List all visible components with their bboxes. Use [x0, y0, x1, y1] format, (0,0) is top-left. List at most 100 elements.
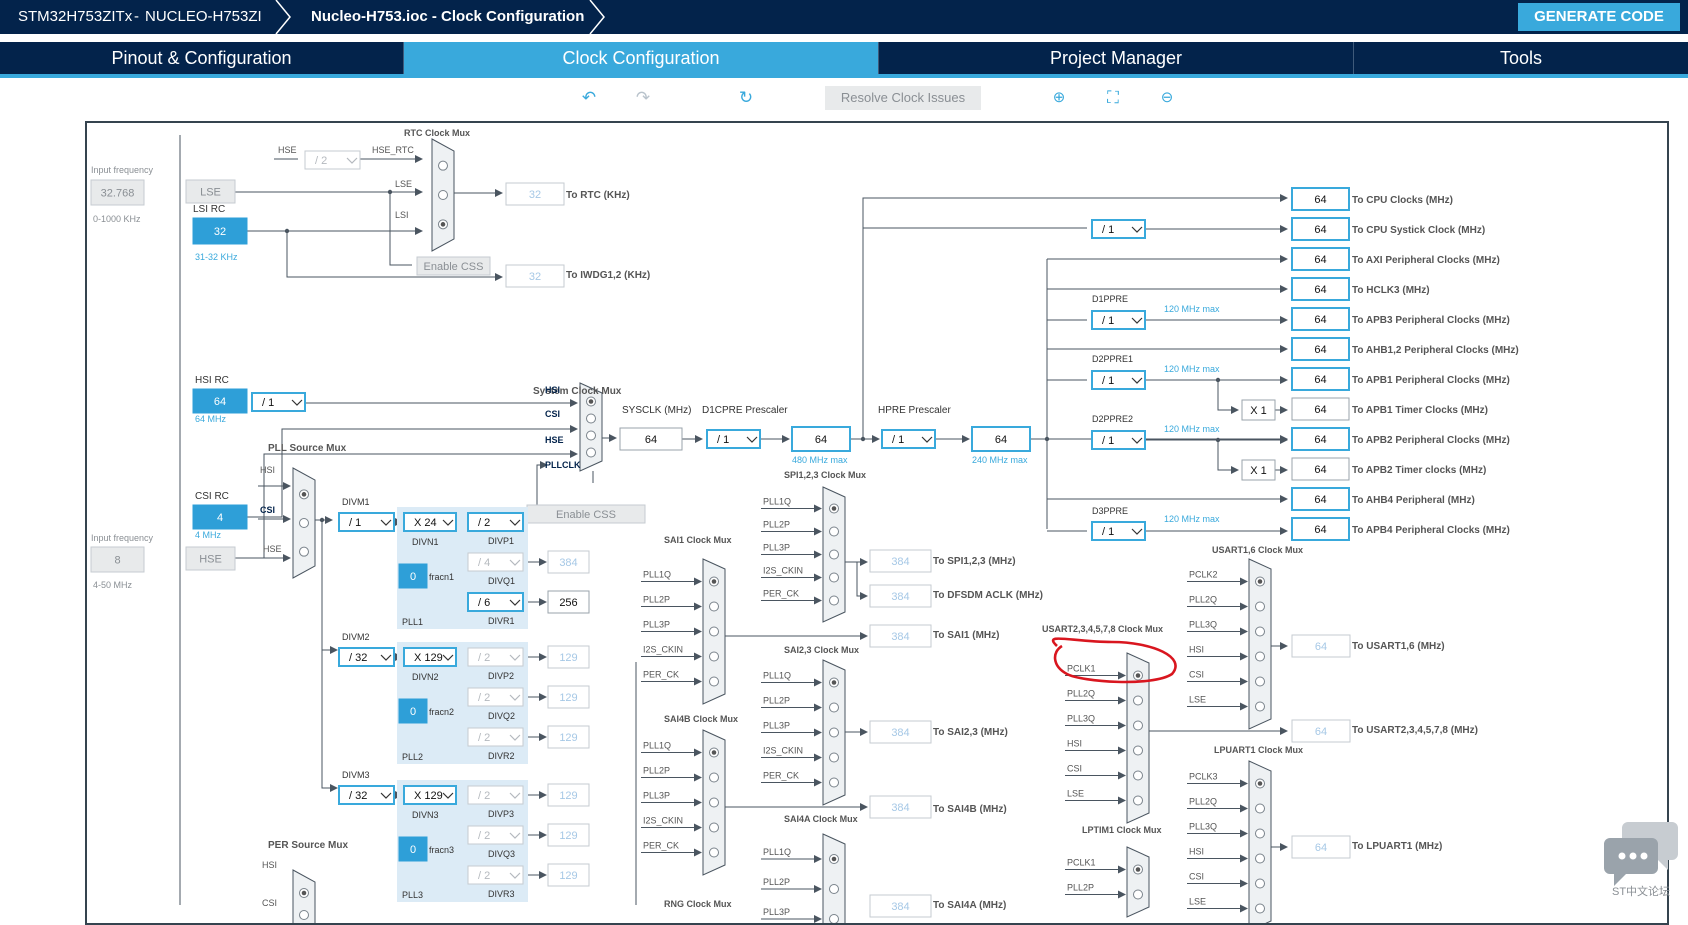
to-dfsdm-value[interactable] — [869, 584, 932, 608]
hpre-prescaler-value[interactable]: / 1 — [892, 434, 904, 446]
hsi-rc-value-value[interactable]: 64 — [214, 396, 226, 408]
mux-radio[interactable] — [709, 797, 719, 808]
mux-radio[interactable] — [829, 884, 839, 894]
redo-icon[interactable]: ↷ — [635, 88, 651, 107]
divq2-divider-value[interactable]: / 2 — [478, 692, 490, 704]
breadcrumb-file[interactable]: Nucleo-H753.ioc - Clock Configuration — [311, 8, 585, 25]
breadcrumb-device[interactable]: STM32H753ZITx — [18, 8, 133, 25]
output-value-10[interactable] — [1291, 487, 1350, 511]
d2ppre2-prescaler-value[interactable]: / 1 — [1102, 435, 1114, 447]
mux-radio[interactable] — [829, 777, 839, 788]
to-usart16-value-value[interactable]: 64 — [1315, 641, 1327, 653]
d1ppre-prescaler[interactable] — [1091, 310, 1146, 330]
mux-radio[interactable] — [1255, 701, 1265, 712]
output-value-6-value[interactable]: 64 — [1314, 374, 1326, 386]
tab-tools[interactable]: Tools — [1499, 48, 1543, 68]
divm2-divider-value[interactable]: / 32 — [349, 652, 367, 664]
to-lpuart1-value-value[interactable]: 64 — [1315, 842, 1327, 854]
divp3-output[interactable] — [547, 783, 590, 807]
output-value-4-value[interactable]: 64 — [1314, 314, 1326, 326]
mux-radio[interactable] — [586, 413, 596, 424]
undo-icon[interactable]: ↶ — [581, 88, 597, 107]
mux-radio[interactable] — [829, 702, 839, 713]
mux-radio[interactable] — [586, 447, 596, 458]
divn2-multiplier-value[interactable]: X 129 — [414, 652, 443, 664]
mux-radio[interactable] — [1255, 803, 1265, 814]
mux-radio[interactable] — [709, 772, 719, 783]
d1ppre-prescaler-value[interactable]: / 1 — [1102, 315, 1114, 327]
divr2-output[interactable] — [547, 725, 590, 749]
hsi-divider[interactable] — [251, 392, 306, 412]
mux-radio[interactable] — [709, 601, 719, 612]
to-rtc-value-value[interactable]: 32 — [529, 189, 541, 201]
divr1-divider[interactable] — [467, 592, 524, 612]
divp1-divider-value[interactable]: / 2 — [478, 517, 490, 529]
output-value-11-value[interactable]: 64 — [1314, 524, 1326, 536]
generate-code-button[interactable]: GENERATE CODE — [1518, 3, 1680, 31]
mux-radio[interactable] — [709, 676, 719, 687]
mux-radio[interactable] — [1255, 903, 1265, 914]
mux-radio[interactable] — [438, 190, 448, 200]
divm3-divider[interactable] — [338, 785, 395, 805]
divp3-output-value[interactable]: 129 — [559, 790, 577, 802]
systick-divider-value[interactable]: / 1 — [1102, 224, 1114, 236]
output-value-1-value[interactable]: 64 — [1314, 224, 1326, 236]
to-rtc-value[interactable] — [505, 182, 565, 206]
divp2-output-value[interactable]: 129 — [559, 652, 577, 664]
d3ppre-prescaler[interactable] — [1091, 521, 1146, 541]
divr3-output-value[interactable]: 129 — [559, 870, 577, 882]
output-value-6[interactable] — [1291, 367, 1350, 391]
apb2-timer-multiplier-value[interactable]: X 1 — [1250, 465, 1267, 477]
divn1-multiplier-value[interactable]: X 24 — [414, 517, 437, 529]
divm3-divider-value[interactable]: / 32 — [349, 790, 367, 802]
fracn2-value-value[interactable]: 0 — [410, 706, 416, 718]
to-lpuart1-value[interactable] — [1291, 835, 1351, 859]
tab-clock-configuration[interactable]: Clock Configuration — [404, 42, 879, 74]
mux-radio[interactable] — [299, 546, 309, 557]
divp2-output[interactable] — [547, 645, 590, 669]
mux-radio[interactable] — [709, 847, 719, 858]
divp2-divider[interactable] — [467, 647, 524, 667]
to-sai4b-value[interactable] — [869, 795, 932, 819]
divn1-multiplier[interactable] — [403, 512, 457, 532]
divr1-divider-value[interactable]: / 6 — [478, 597, 490, 609]
resolve-clock-issues-button[interactable]: Resolve Clock Issues — [825, 86, 981, 110]
d2ppre1-prescaler[interactable] — [1091, 370, 1146, 390]
to-iwdg-value[interactable] — [505, 264, 565, 288]
mux-radio[interactable] — [1133, 745, 1143, 756]
hpre-prescaler[interactable] — [881, 429, 936, 449]
zoom-in-icon[interactable]: ⊕ — [1052, 89, 1066, 106]
mux-radio[interactable] — [1255, 853, 1265, 864]
divq2-output-value[interactable]: 129 — [559, 692, 577, 704]
divq1-divider-value[interactable]: / 4 — [478, 557, 490, 569]
sysclk-value-value[interactable]: 64 — [645, 434, 657, 446]
output-value-0[interactable] — [1291, 187, 1350, 211]
mux-radio[interactable] — [1255, 601, 1265, 612]
cpu-clock-value[interactable] — [791, 426, 851, 452]
divq3-output[interactable] — [547, 823, 590, 847]
divq1-divider[interactable] — [467, 552, 524, 572]
mux-radio[interactable] — [299, 518, 309, 528]
lsi-rc-value[interactable] — [192, 217, 248, 245]
to-spi-value-value[interactable]: 384 — [891, 556, 909, 568]
apb1-timer-multiplier[interactable] — [1241, 399, 1276, 421]
divp2-divider-value[interactable]: / 2 — [478, 652, 490, 664]
divm1-divider-value[interactable]: / 1 — [349, 517, 361, 529]
output-value-7[interactable] — [1291, 397, 1350, 421]
mux-radio[interactable] — [709, 651, 719, 662]
divq2-divider[interactable] — [467, 687, 524, 707]
d2ppre2-prescaler[interactable] — [1091, 430, 1146, 450]
mux-radio[interactable] — [829, 572, 839, 583]
to-sai4a-value-value[interactable]: 384 — [891, 901, 909, 913]
fit-screen-icon[interactable]: ⛶ — [1107, 88, 1119, 107]
mux-radio[interactable] — [438, 160, 448, 171]
divq2-output[interactable] — [547, 685, 590, 709]
fracn1-value-value[interactable]: 0 — [410, 571, 416, 583]
output-value-0-value[interactable]: 64 — [1314, 194, 1326, 206]
output-value-2[interactable] — [1291, 247, 1350, 271]
breadcrumb-board[interactable]: NUCLEO-H753ZI — [145, 8, 262, 25]
divn2-multiplier[interactable] — [403, 647, 457, 667]
to-usart16-value[interactable] — [1291, 634, 1351, 658]
fracn3-value[interactable] — [398, 836, 428, 862]
to-dfsdm-value-value[interactable]: 384 — [891, 591, 909, 603]
